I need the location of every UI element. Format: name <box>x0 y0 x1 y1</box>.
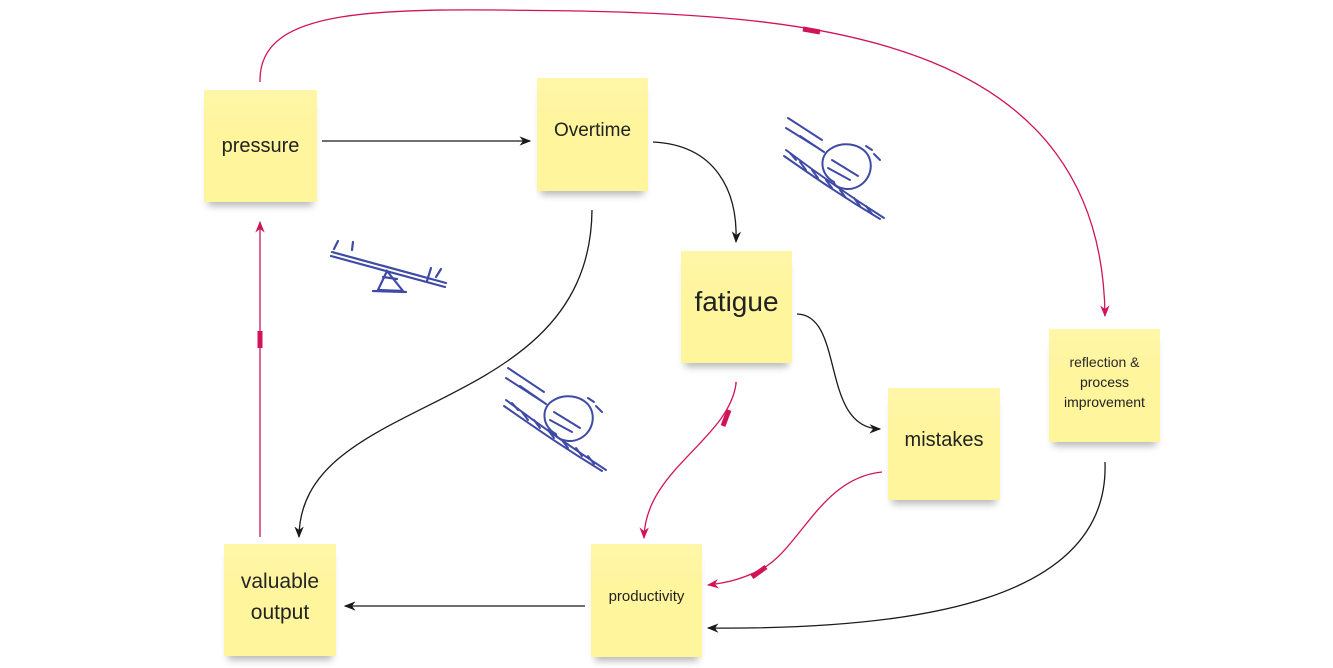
link-reflection-productivity <box>706 461 1106 633</box>
link-fatigue-productivity <box>639 383 737 540</box>
link-mistakes-productivity <box>706 471 883 589</box>
note-productivity-label: productivity <box>608 588 685 605</box>
rolling-ball-icon <box>503 367 607 472</box>
minus-sign <box>720 409 732 427</box>
minus-sign <box>802 26 821 35</box>
note-reflection-label: reflection & process improvement <box>1064 353 1145 410</box>
note-mistakes-label: mistakes <box>904 429 984 451</box>
note-fatigue-label: fatigue <box>694 286 779 317</box>
note-overtime-label: Overtime <box>553 120 632 141</box>
link-overtime-fatigue <box>652 141 742 244</box>
note-fatigue[interactable]: fatigue <box>681 251 792 363</box>
link-pressure-reflection <box>259 9 1110 318</box>
rolling-ball-icon <box>783 117 885 220</box>
link-overtime-valuable-output <box>294 209 593 539</box>
minus-sign <box>750 564 768 580</box>
note-valuable-output[interactable]: valuable output <box>224 544 336 656</box>
note-overtime[interactable]: Overtime <box>537 78 648 191</box>
link-fatigue-mistakes <box>796 313 882 434</box>
note-valuable-output-label: valuable output <box>240 570 320 624</box>
note-productivity[interactable]: productivity <box>591 544 702 657</box>
seesaw-icon <box>329 239 448 294</box>
note-pressure[interactable]: pressure <box>204 90 317 202</box>
note-pressure-label: pressure <box>221 134 300 157</box>
note-reflection-process-improvement[interactable]: reflection & process improvement <box>1049 329 1160 442</box>
ink-dot <box>735 382 737 384</box>
note-mistakes[interactable]: mistakes <box>888 388 1000 500</box>
